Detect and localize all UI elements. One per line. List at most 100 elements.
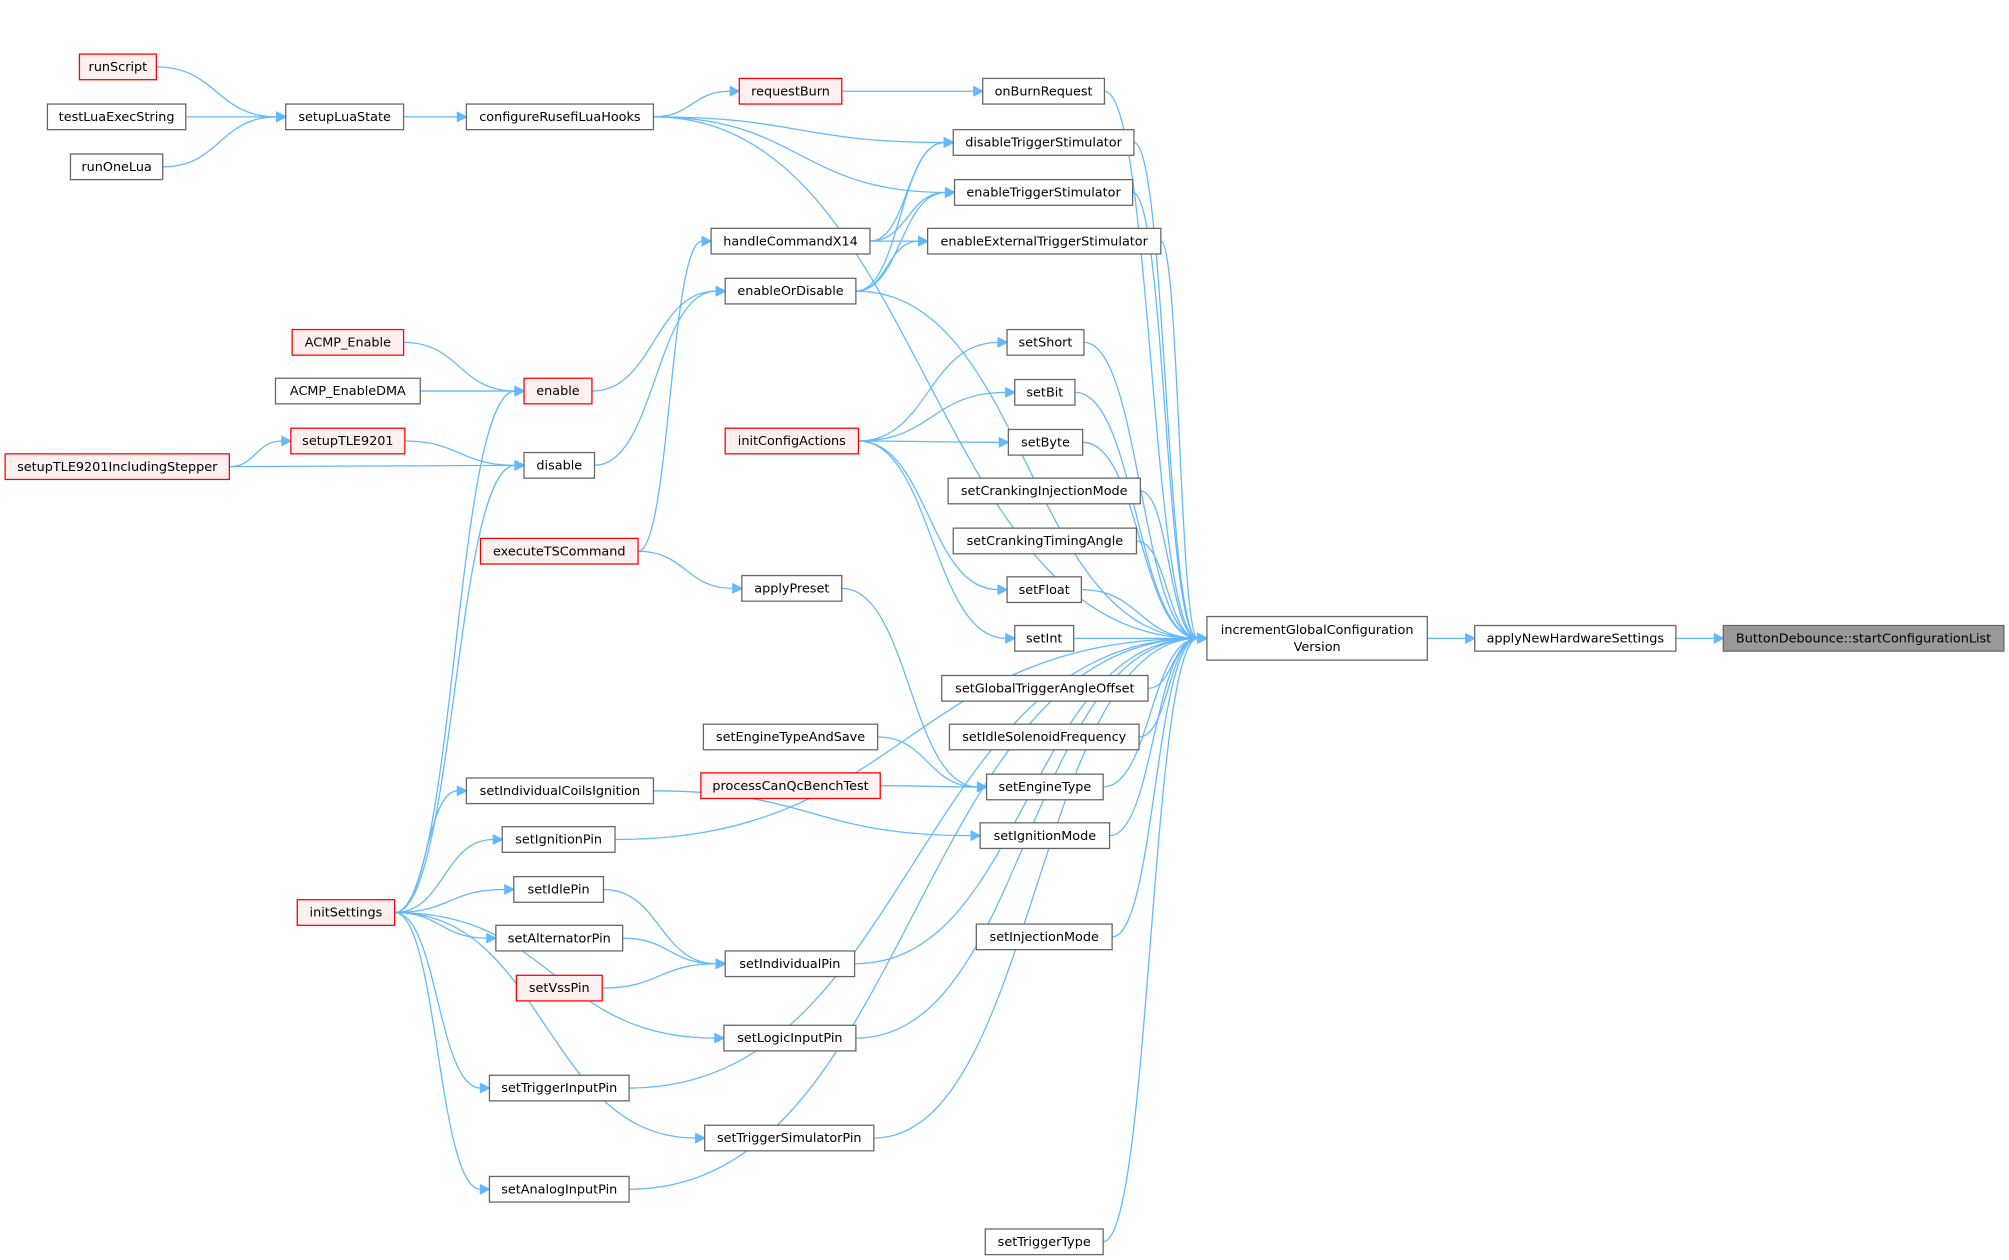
edge-init-settings-to-set-idle-pin [394, 883, 516, 914]
node-disable[interactable]: disable [523, 451, 596, 479]
node-set-idle-pin[interactable]: setIdlePin [513, 876, 605, 903]
edges-layer [156, 66, 1725, 1243]
node-set-short[interactable]: setShort [1006, 328, 1085, 356]
arrowhead-icon [1005, 386, 1017, 398]
node-label: initSettings [310, 906, 383, 921]
node-set-global-trigger-angle-offset[interactable]: setGlobalTriggerAngleOffset [941, 674, 1149, 702]
node-label: setByte [1021, 435, 1070, 450]
node-label: setLogicInputPin [737, 1031, 842, 1046]
node-set-analog-input-pin[interactable]: setAnalogInputPin [488, 1175, 630, 1203]
arrowhead-icon [715, 285, 727, 297]
node-setup-lua-state[interactable]: setupLuaState [285, 103, 405, 131]
arrowhead-icon [514, 385, 526, 397]
node-set-cranking-timing-angle[interactable]: setCrankingTimingAngle [952, 527, 1138, 555]
node-apply-new-hardware-settings[interactable]: applyNewHardwareSettings [1474, 624, 1677, 652]
node-set-bit[interactable]: setBit [1014, 378, 1076, 406]
node-enable[interactable]: enable [523, 377, 593, 405]
node-acmp-enable[interactable]: ACMP_Enable [291, 328, 405, 356]
node-label: setInjectionMode [990, 930, 1099, 945]
node-set-vss-pin[interactable]: setVssPin [515, 974, 603, 1002]
node-label: setIgnitionPin [515, 833, 602, 848]
node-configure-rusefi-lua-hooks[interactable]: configureRusefiLuaHooks [465, 103, 655, 131]
node-handle-command-x14[interactable]: handleCommandX14 [710, 227, 871, 255]
edge-init-config-actions-to-set-bit [858, 386, 1017, 442]
node-start-configuration-list[interactable]: ButtonDebounce::startConfigurationList [1722, 624, 2005, 652]
node-on-burn-request[interactable]: onBurnRequest [982, 77, 1106, 105]
node-set-logic-input-pin[interactable]: setLogicInputPin [723, 1024, 857, 1052]
arrowhead-icon [479, 1082, 491, 1094]
arrowhead-icon [492, 833, 504, 846]
arrowhead-icon [1197, 632, 1209, 644]
node-set-byte[interactable]: setByte [1007, 428, 1084, 456]
arrowhead-icon [943, 136, 955, 149]
edge-setup-tle9201-including-stepper-to-setup-tle9201 [229, 435, 293, 468]
edge-init-config-actions-to-set-short [858, 336, 1009, 442]
node-set-individual-pin[interactable]: setIndividualPin [724, 950, 856, 978]
arrowhead-icon [1713, 632, 1725, 644]
node-run-one-lua[interactable]: runOneLua [69, 153, 164, 181]
node-label: setIdlePin [528, 883, 590, 898]
node-acmp-enable-dma[interactable]: ACMP_EnableDMA [274, 377, 421, 405]
node-set-idle-solenoid-frequency[interactable]: setIdleSolenoidFrequency [948, 723, 1140, 751]
edge-enable-or-disable-to-enable-external-trigger-stimulator [855, 235, 930, 292]
node-setup-tle9201-including-stepper[interactable]: setupTLE9201IncludingStepper [4, 453, 230, 481]
node-set-individual-coils-ignition[interactable]: setIndividualCoilsIgnition [465, 777, 655, 805]
arrowhead-icon [714, 1032, 726, 1044]
node-set-float[interactable]: setFloat [1006, 576, 1083, 604]
arrowhead-icon [944, 186, 956, 198]
arrowhead-icon [701, 235, 713, 247]
edge-enable-trigger-stimulator-to-increment-global-configuration-version [1132, 191, 1209, 644]
node-label: setEngineTypeAndSave [716, 730, 865, 745]
node-label: setAlternatorPin [508, 931, 611, 946]
arrowhead-icon [514, 459, 526, 471]
node-label: configureRusefiLuaHooks [479, 110, 641, 125]
edge-set-engine-type-to-increment-global-configuration-version [1103, 632, 1209, 788]
node-label: runScript [89, 60, 148, 75]
node-label: applyNewHardwareSettings [1487, 631, 1665, 646]
arrowhead-icon [918, 235, 930, 247]
node-run-script[interactable]: runScript [78, 53, 157, 81]
node-label: setIdleSolenoidFrequency [962, 730, 1126, 745]
node-disable-trigger-stimulator[interactable]: disableTriggerStimulator [952, 129, 1135, 156]
node-set-trigger-type[interactable]: setTriggerType [984, 1228, 1104, 1256]
node-label: enableExternalTriggerStimulator [941, 234, 1149, 249]
arrowhead-icon [997, 336, 1009, 348]
node-set-trigger-input-pin[interactable]: setTriggerInputPin [488, 1074, 630, 1102]
edge-disable-to-enable-or-disable [594, 285, 727, 466]
edge-init-settings-to-set-individual-coils-ignition [394, 785, 468, 914]
arrowhead-icon [1465, 632, 1477, 644]
node-process-can-qc-bench-test[interactable]: processCanQcBenchTest [700, 772, 881, 800]
node-label: setIndividualCoilsIgnition [480, 784, 641, 799]
node-execute-tscommand[interactable]: executeTSCommand [479, 537, 639, 565]
node-setup-tle9201[interactable]: setupTLE9201 [290, 427, 406, 455]
edge-init-settings-to-set-ignition-pin [394, 833, 504, 914]
node-set-ignition-pin[interactable]: setIgnitionPin [501, 826, 616, 853]
node-label: setCrankingTimingAngle [967, 534, 1124, 549]
node-label: setAnalogInputPin [501, 1182, 617, 1197]
node-test-lua-exec-string[interactable]: testLuaExecString [46, 103, 187, 131]
node-set-engine-type-and-save[interactable]: setEngineTypeAndSave [702, 723, 879, 751]
edge-set-trigger-input-pin-to-increment-global-configuration-version [629, 632, 1209, 1089]
node-set-engine-type[interactable]: setEngineType [985, 773, 1104, 801]
node-label: setupLuaState [298, 110, 391, 125]
edge-process-can-qc-bench-test-to-set-engine-type [880, 781, 988, 793]
node-init-config-actions[interactable]: initConfigActions [724, 427, 860, 455]
arrowhead-icon [976, 781, 988, 793]
node-set-alternator-pin[interactable]: setAlternatorPin [495, 924, 624, 952]
node-init-settings[interactable]: initSettings [296, 899, 396, 926]
node-label: ACMP_Enable [305, 336, 391, 351]
node-apply-preset[interactable]: applyPreset [741, 574, 843, 602]
node-enable-or-disable[interactable]: enableOrDisable [724, 277, 857, 305]
node-set-cranking-injection-mode[interactable]: setCrankingInjectionMode [947, 477, 1141, 505]
node-enable-trigger-stimulator[interactable]: enableTriggerStimulator [953, 178, 1134, 206]
node-set-trigger-simulator-pin[interactable]: setTriggerSimulatorPin [704, 1124, 875, 1152]
node-enable-external-trigger-stimulator[interactable]: enableExternalTriggerStimulator [926, 227, 1162, 255]
node-request-burn[interactable]: requestBurn [738, 77, 843, 105]
node-label: incrementGlobalConfiguration [1221, 623, 1414, 638]
node-label: setEngineType [998, 780, 1091, 795]
node-set-injection-mode[interactable]: setInjectionMode [975, 923, 1113, 951]
node-label: runOneLua [81, 160, 151, 175]
node-set-int[interactable]: setInt [1014, 624, 1075, 652]
node-set-ignition-mode[interactable]: setIgnitionMode [979, 822, 1111, 850]
